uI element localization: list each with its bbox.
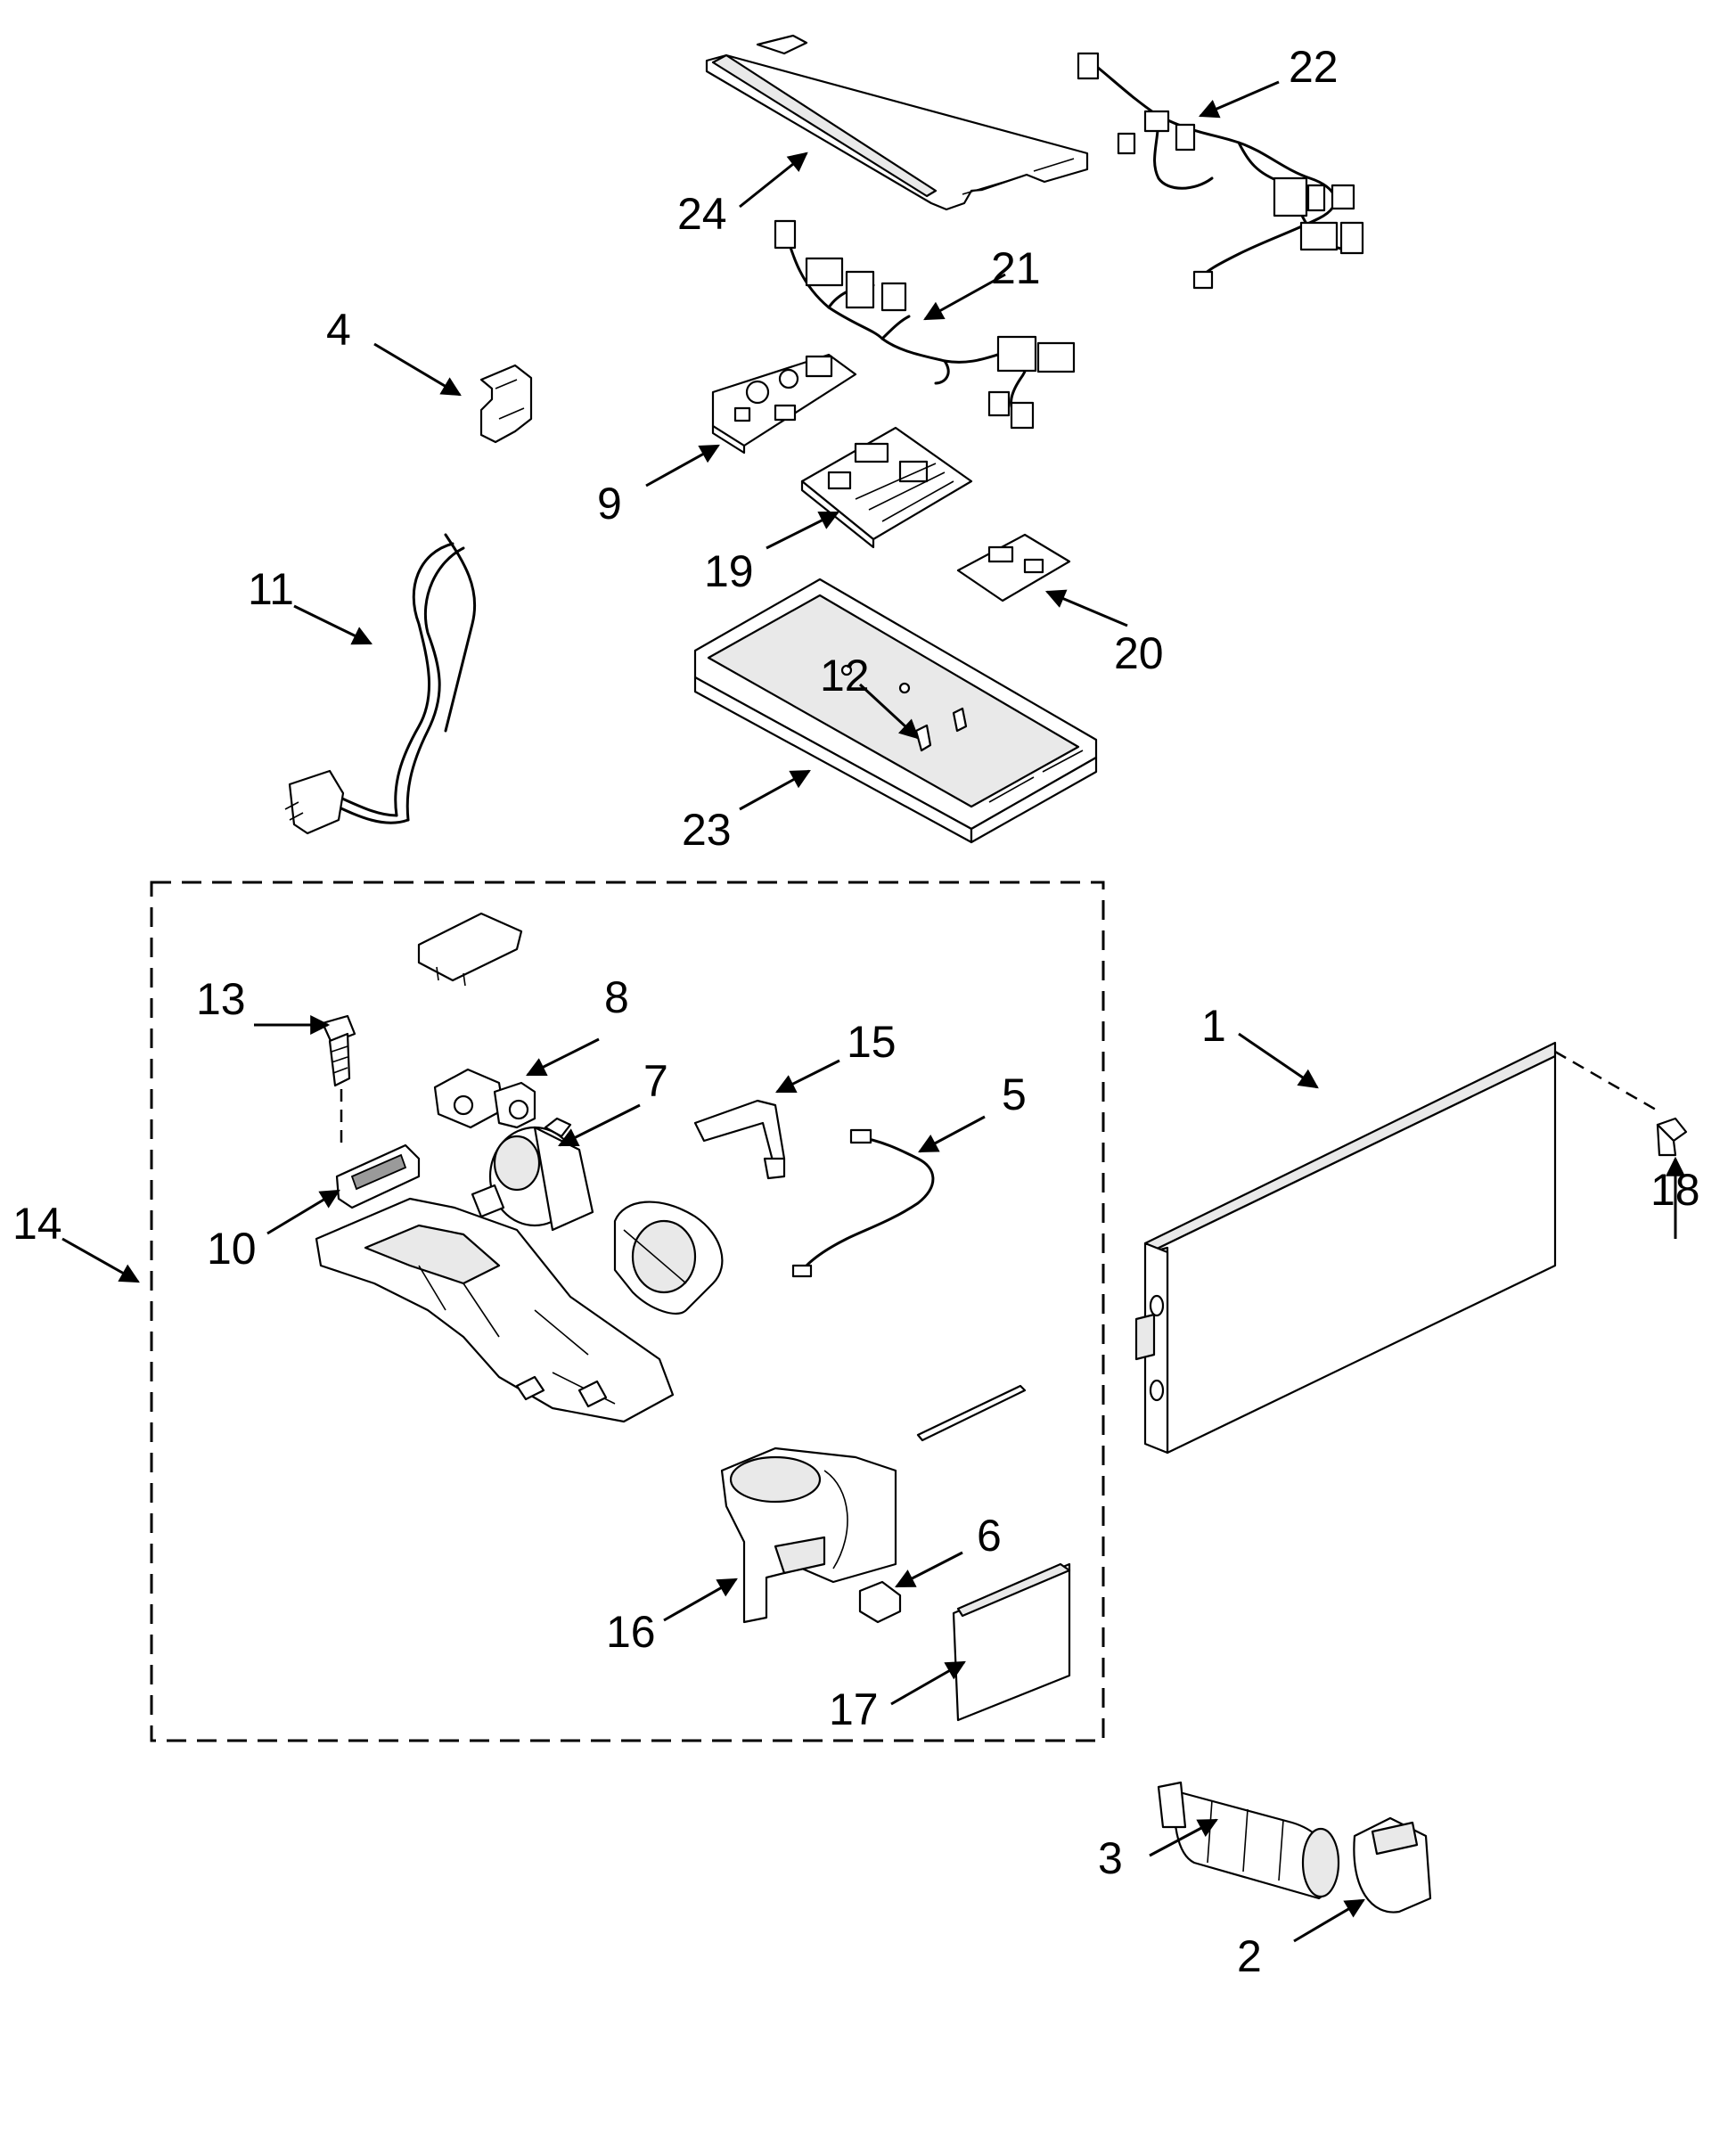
arrow-24 xyxy=(739,152,808,209)
callout-18: 18 xyxy=(1650,1165,1700,1215)
part-11-power-cord xyxy=(284,533,477,835)
callout-2: 2 xyxy=(1237,1931,1262,1981)
part-22-wire-harness xyxy=(1077,52,1364,290)
arrow-15 xyxy=(775,1059,840,1094)
callout-11: 11 xyxy=(248,564,294,614)
arrow-14 xyxy=(61,1237,140,1283)
part-2-filter-cap xyxy=(1353,1816,1432,1914)
callout-1: 1 xyxy=(1201,1001,1226,1051)
callout-labels: 24 22 21 4 9 19 20 12 23 11 13 8 7 15 5 … xyxy=(12,42,1700,1981)
part-1-front-panel xyxy=(1134,1041,1557,1455)
callout-17: 17 xyxy=(829,1684,879,1734)
part-21-control-harness xyxy=(774,219,1076,430)
callout-15: 15 xyxy=(847,1017,897,1067)
arrow-2 xyxy=(1293,1898,1365,1943)
arrow-8 xyxy=(526,1037,600,1077)
callout-21: 21 xyxy=(991,243,1041,293)
box-cover-plate xyxy=(417,912,523,987)
part-8-water-valve xyxy=(433,1068,536,1129)
part-5-thermistor-wire xyxy=(791,1128,935,1278)
panel-screw-dash-line xyxy=(1554,1050,1657,1111)
arrow-6 xyxy=(895,1551,963,1588)
callout-12: 12 xyxy=(820,651,870,701)
arrow-3 xyxy=(1149,1818,1218,1857)
arrow-10 xyxy=(266,1189,340,1235)
part-4-cord-clip xyxy=(479,364,533,444)
arrow-20 xyxy=(1044,589,1128,627)
arrow-23 xyxy=(739,769,811,811)
callout-14: 14 xyxy=(12,1199,62,1249)
callout-13: 13 xyxy=(196,974,246,1024)
arrow-12 xyxy=(858,683,920,740)
arrow-1 xyxy=(1238,1032,1319,1089)
part-7-motor xyxy=(471,1117,594,1232)
part-3-water-filter xyxy=(1157,1781,1340,1900)
arrow-11 xyxy=(293,604,373,645)
callout-3: 3 xyxy=(1098,1833,1123,1883)
part-19-control-board xyxy=(800,426,973,549)
callout-4: 4 xyxy=(326,305,351,355)
part-24-cover-panel xyxy=(705,34,1089,211)
callout-7: 7 xyxy=(643,1056,668,1106)
assembly-14-boundary xyxy=(150,881,1105,1742)
callout-10: 10 xyxy=(207,1224,257,1274)
arrow-9 xyxy=(645,444,720,488)
part-16-chute-housing xyxy=(720,1446,897,1624)
callout-23: 23 xyxy=(682,805,732,855)
part-15-fill-tube xyxy=(693,1099,786,1180)
part-rod xyxy=(916,1384,1027,1442)
part-18-screw xyxy=(1656,1117,1688,1157)
callout-6: 6 xyxy=(977,1511,1002,1561)
callout-16: 16 xyxy=(606,1607,656,1657)
callout-9: 9 xyxy=(597,479,622,529)
arrow-22 xyxy=(1198,80,1280,119)
callout-22: 22 xyxy=(1289,42,1339,92)
part-cylinder-housing xyxy=(613,1201,724,1315)
callout-arrows xyxy=(61,80,1685,1943)
arrow-17 xyxy=(890,1660,966,1706)
callout-5: 5 xyxy=(1002,1070,1027,1119)
arrow-16 xyxy=(663,1578,738,1622)
arrow-5 xyxy=(918,1115,986,1153)
arrow-4 xyxy=(373,342,462,397)
part-23-control-box xyxy=(693,578,1098,844)
part-base-housing xyxy=(315,1197,675,1423)
callout-8: 8 xyxy=(604,972,629,1022)
part-9-power-board xyxy=(711,353,857,455)
arrow-21 xyxy=(923,273,1006,321)
part-13-screw xyxy=(321,1014,356,1087)
callout-19: 19 xyxy=(704,546,754,596)
callout-24: 24 xyxy=(677,189,727,239)
arrow-7 xyxy=(558,1103,641,1147)
part-17-flap xyxy=(952,1562,1071,1722)
arrow-19 xyxy=(766,511,839,550)
part-20-small-board xyxy=(956,533,1071,602)
part-10-switch xyxy=(335,1143,421,1209)
part-6-door-switch xyxy=(858,1580,902,1624)
callout-20: 20 xyxy=(1114,628,1164,678)
